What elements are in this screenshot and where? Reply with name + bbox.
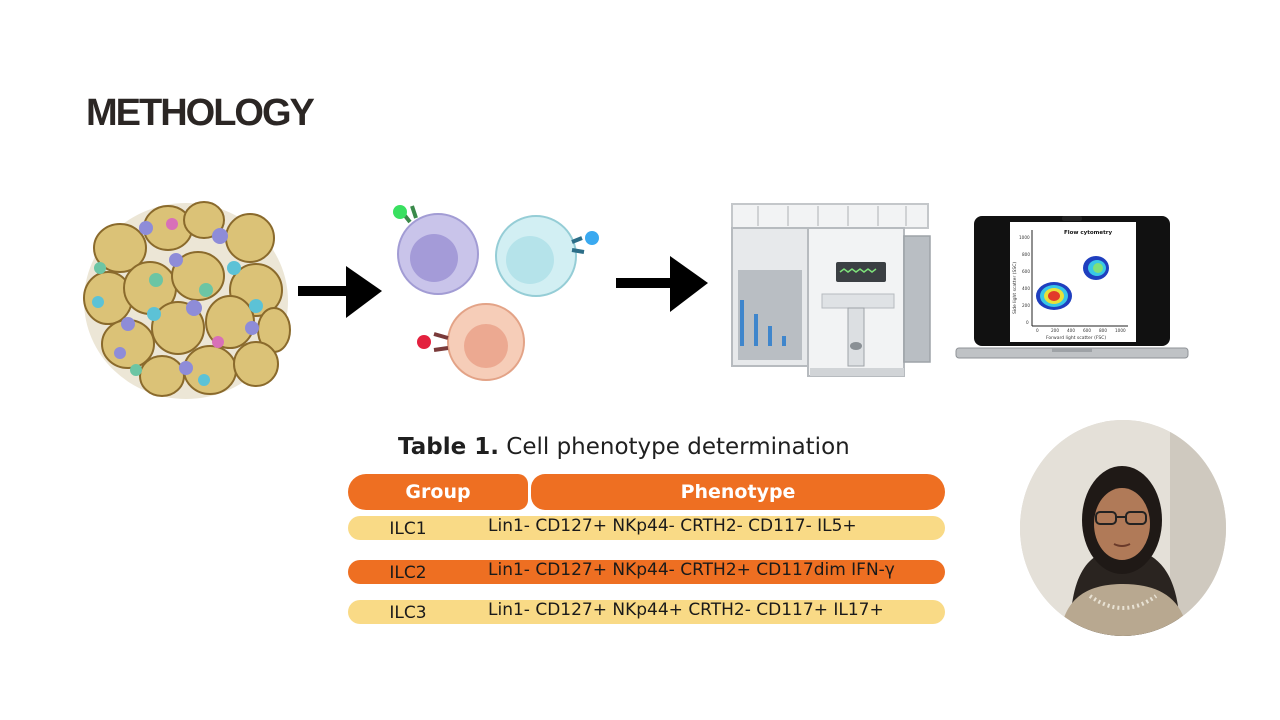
phenotype-table: Group Phenotype ILC1 Lin1- CD127+ NKp44-… [348, 474, 945, 624]
table-row: ILC2 Lin1- CD127+ NKp44- CRTH2+ CD117dim… [348, 560, 945, 584]
x-tick: 0 [1036, 328, 1039, 333]
slide-title: METHOLOGY [86, 92, 315, 134]
x-tick: 1000 [1115, 328, 1126, 333]
flow-cytometer-machine-illustration [731, 203, 931, 377]
density-cluster-high [1083, 256, 1109, 280]
row-group: ILC3 [389, 603, 427, 623]
arrow-right-icon [616, 256, 708, 312]
arrow-right-icon [298, 266, 382, 318]
table-caption-label: Table 1. [398, 434, 499, 460]
immune-cells-illustration [393, 205, 599, 381]
flow-plot-ylabel: Side light scatter (SSC) [1012, 262, 1018, 314]
presenter-webcam [1020, 420, 1226, 636]
table-caption-text: Cell phenotype determination [498, 434, 850, 460]
x-tick: 600 [1083, 328, 1091, 333]
row-group: ILC1 [389, 519, 427, 539]
density-cluster-low [1036, 282, 1072, 310]
y-tick: 200 [1022, 303, 1030, 308]
laptop-flow-plot: Flow cytometry 0 200 400 600 800 1000 0 … [955, 216, 1189, 359]
header-phenotype: Phenotype [531, 474, 945, 510]
row-phenotype: Lin1- CD127+ NKp44- CRTH2- CD117- IL5+ [488, 516, 857, 536]
row-phenotype: Lin1- CD127+ NKp44- CRTH2+ CD117dim IFN-… [488, 560, 895, 580]
y-tick: 800 [1022, 252, 1030, 257]
presenter-avatar [1020, 420, 1226, 636]
header-group: Group [348, 474, 528, 510]
tissue-cluster-illustration [83, 201, 291, 399]
flow-plot-xlabel: Forward light scatter (FSC) [1046, 335, 1106, 341]
row-phenotype: Lin1- CD127+ NKp44+ CRTH2- CD117+ IL17+ [488, 600, 884, 620]
y-tick: 400 [1022, 286, 1030, 291]
table-row: ILC1 Lin1- CD127+ NKp44- CRTH2- CD117- I… [348, 516, 945, 540]
y-tick: 600 [1022, 269, 1030, 274]
row-group: ILC2 [389, 563, 427, 583]
y-tick: 0 [1026, 320, 1029, 325]
y-tick: 1000 [1019, 235, 1030, 240]
table-header: Group Phenotype [348, 474, 945, 510]
x-tick: 200 [1051, 328, 1059, 333]
x-tick: 800 [1099, 328, 1107, 333]
table-row: ILC3 Lin1- CD127+ NKp44+ CRTH2- CD117+ I… [348, 600, 945, 624]
table-caption: Table 1. Cell phenotype determination [398, 434, 850, 460]
flow-plot-title: Flow cytometry [1064, 230, 1112, 236]
x-tick: 400 [1067, 328, 1075, 333]
